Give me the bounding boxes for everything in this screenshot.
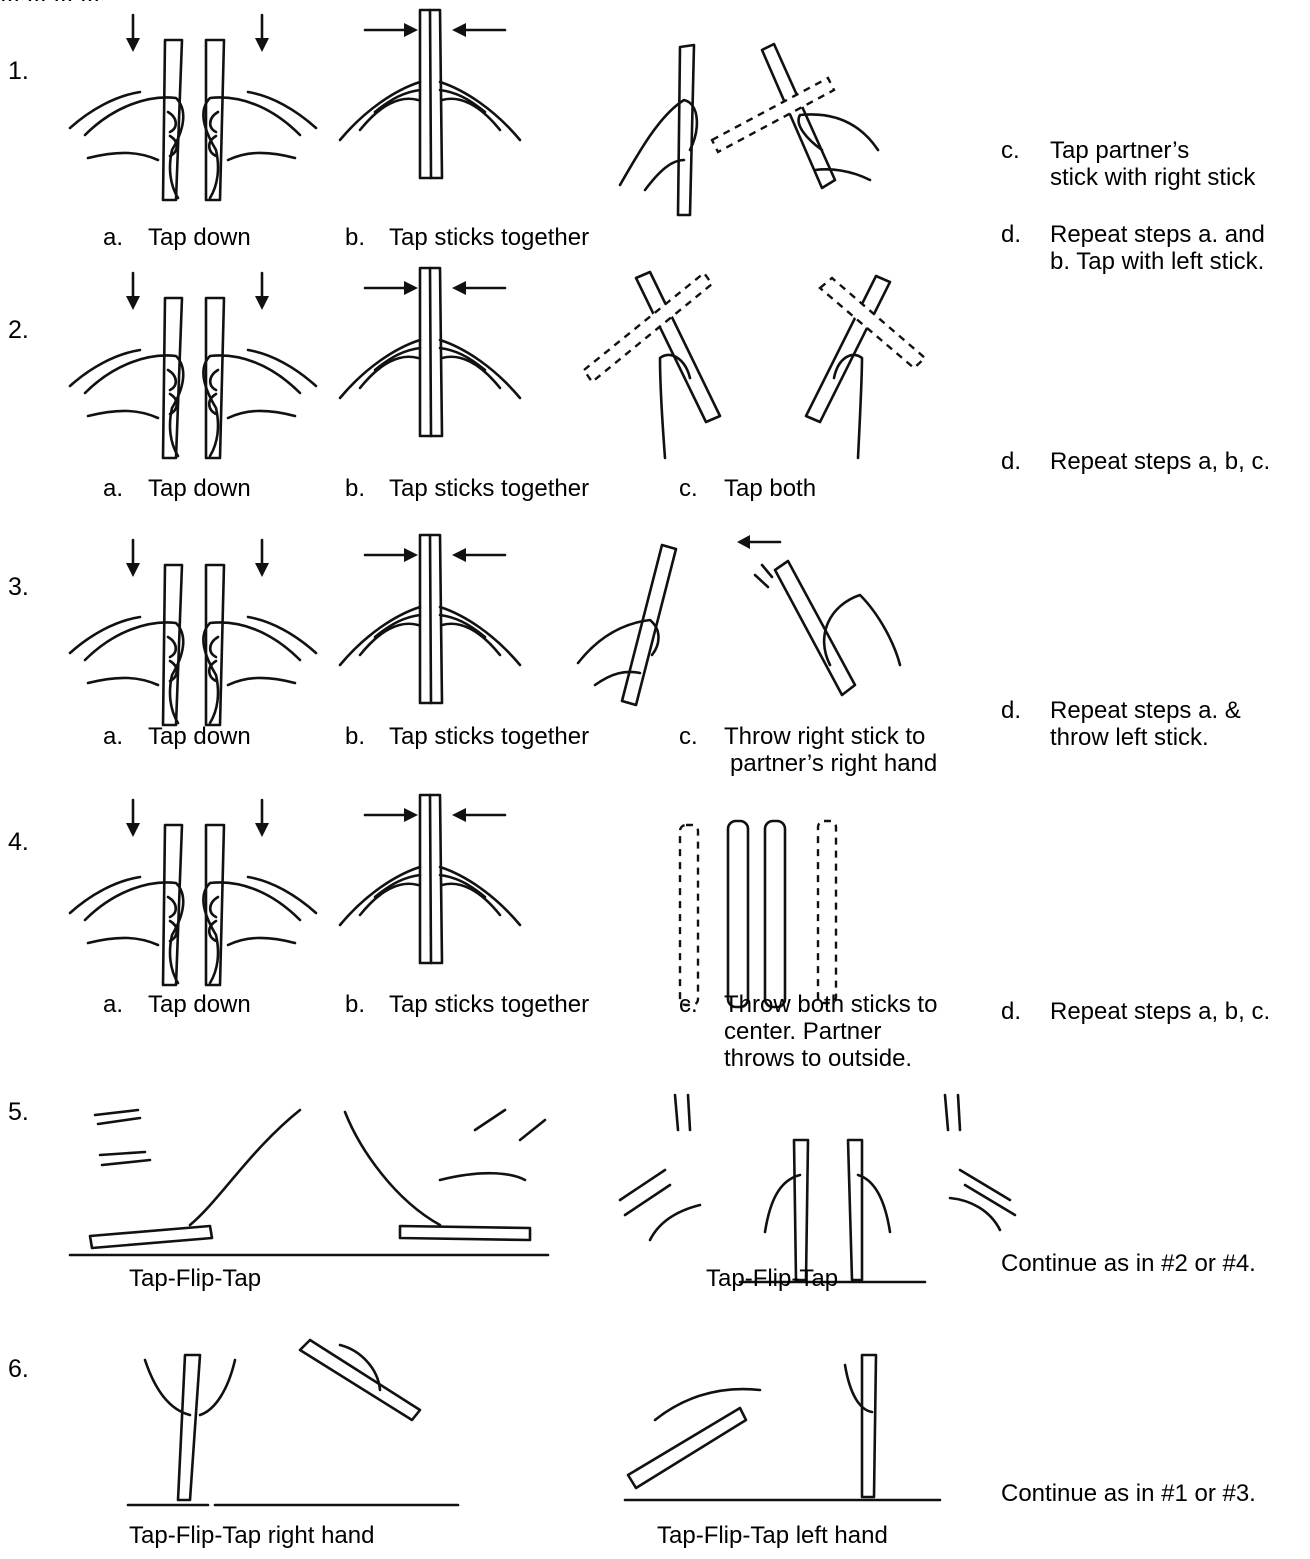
- row-number: 5.: [8, 1098, 29, 1126]
- label-text: throws to outside.: [724, 1045, 912, 1073]
- label-letter: a.: [103, 723, 123, 751]
- label-text: Tap sticks together: [389, 475, 589, 503]
- side-letter: d.: [1001, 998, 1021, 1026]
- label-text: Throw right stick to: [724, 723, 925, 751]
- label-letter: c.: [679, 475, 698, 503]
- label-letter: c.: [679, 991, 698, 1019]
- side-text: b. Tap with left stick.: [1050, 248, 1264, 276]
- side-letter: d.: [1001, 448, 1021, 476]
- side-text: Tap partner’s: [1050, 137, 1189, 165]
- label-letter: c.: [679, 723, 698, 751]
- row-number: 3.: [8, 573, 29, 601]
- side-text: throw left stick.: [1050, 724, 1209, 752]
- label-letter: a.: [103, 475, 123, 503]
- label-text: Tap sticks together: [389, 991, 589, 1019]
- row3-figures: [70, 535, 900, 725]
- caption: Tap-Flip-Tap: [706, 1265, 838, 1293]
- label-letter: b.: [345, 475, 365, 503]
- label-letter: a.: [103, 224, 123, 252]
- side-letter: d.: [1001, 697, 1021, 725]
- label-text: Tap sticks together: [389, 224, 589, 252]
- row1-figures: [70, 10, 878, 215]
- side-text: Repeat steps a. &: [1050, 697, 1241, 725]
- label-text: Throw both sticks to: [724, 991, 937, 1019]
- label-letter: a.: [103, 991, 123, 1019]
- row4-figures: [70, 795, 836, 1007]
- label-text: Tap both: [724, 475, 816, 503]
- caption: Tap-Flip-Tap left hand: [657, 1522, 888, 1550]
- row-number: 6.: [8, 1355, 29, 1383]
- label-letter: b.: [345, 991, 365, 1019]
- continue-note: Continue as in #2 or #4.: [1001, 1250, 1256, 1278]
- row-number: 1.: [8, 57, 29, 85]
- caption: Tap-Flip-Tap: [129, 1265, 261, 1293]
- side-text: Repeat steps a. and: [1050, 221, 1265, 249]
- header-fragment: ... ... ... ...: [0, 0, 100, 8]
- label-text: center. Partner: [724, 1018, 881, 1046]
- side-text: Repeat steps a, b, c.: [1050, 448, 1270, 476]
- label-text: Tap sticks together: [389, 723, 589, 751]
- side-letter: c.: [1001, 137, 1020, 165]
- row-number: 2.: [8, 316, 29, 344]
- label-text: Tap down: [148, 475, 251, 503]
- label-letter: b.: [345, 723, 365, 751]
- row6-figures: [128, 1340, 940, 1505]
- row5-figures: [70, 1095, 1015, 1282]
- label-text: Tap down: [148, 723, 251, 751]
- side-letter: d.: [1001, 221, 1021, 249]
- label-text: Tap down: [148, 991, 251, 1019]
- caption: Tap-Flip-Tap right hand: [129, 1522, 374, 1550]
- row-number: 4.: [8, 828, 29, 856]
- label-text: Tap down: [148, 224, 251, 252]
- row2-figures: [70, 268, 925, 458]
- side-text: Repeat steps a, b, c.: [1050, 998, 1270, 1026]
- label-text: partner’s right hand: [730, 750, 937, 778]
- label-letter: b.: [345, 224, 365, 252]
- side-text: stick with right stick: [1050, 164, 1255, 192]
- continue-note: Continue as in #1 or #3.: [1001, 1480, 1256, 1508]
